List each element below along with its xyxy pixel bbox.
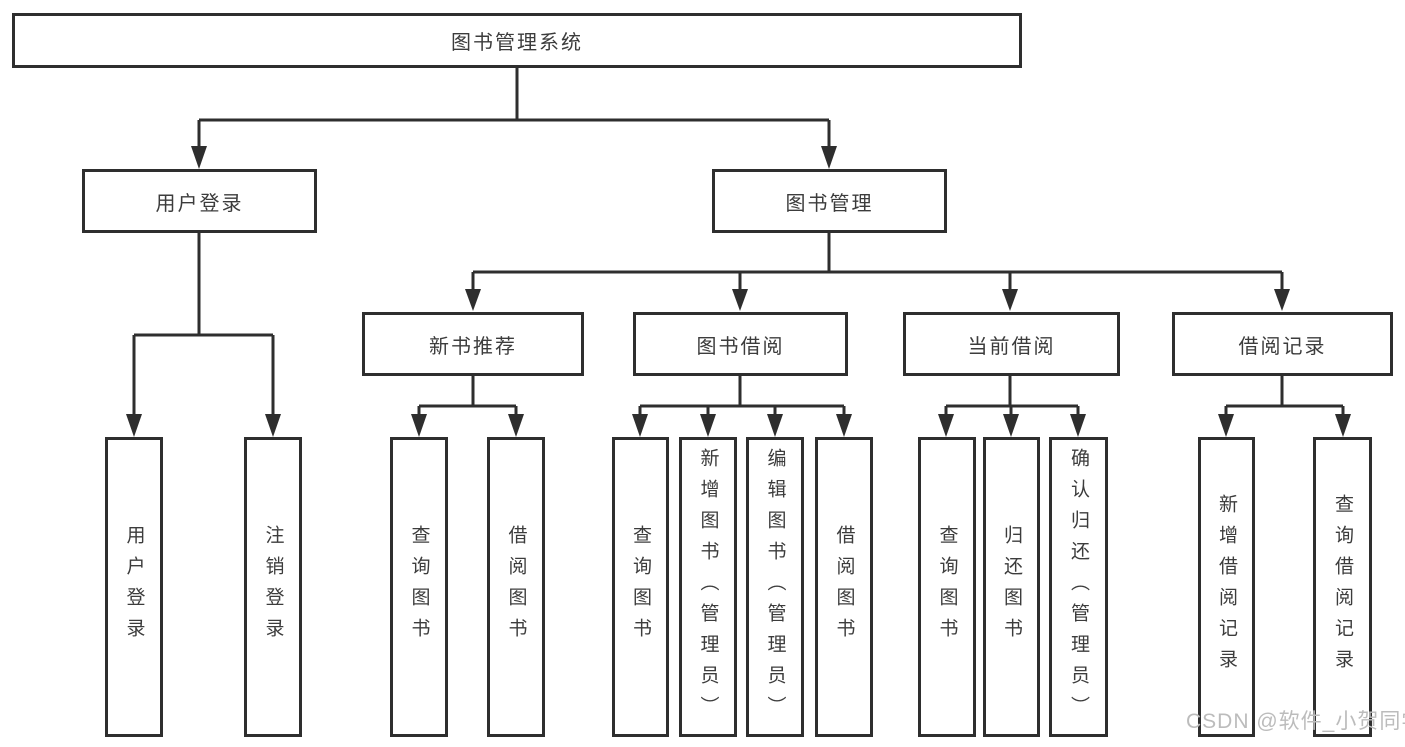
node-add-books-admin: 新增图书（管理员） (679, 437, 737, 737)
node-label: 查询图书 (630, 525, 651, 649)
node-label: 用户登录 (123, 525, 145, 649)
arrowhead (1218, 414, 1234, 437)
node-confirm-return-admin: 确认归还（管理员） (1049, 437, 1108, 737)
arrowhead (465, 289, 481, 311)
connector-root (197, 68, 831, 148)
node-label: 借阅图书 (833, 525, 855, 649)
connector-borrowing-records (1224, 376, 1345, 416)
node-label: 借阅记录 (1238, 335, 1327, 358)
node-label: 新增图书（管理员） (697, 447, 719, 727)
connector-book-borrowing (638, 376, 846, 416)
arrowhead (508, 414, 524, 437)
node-label: 新书推荐 (429, 335, 517, 358)
arrowhead (821, 146, 837, 169)
node-query-books-1: 查询图书 (390, 437, 448, 737)
node-logout-leaf: 注销登录 (244, 437, 302, 737)
node-label: 查询图书 (408, 525, 430, 649)
connector-book-management (471, 233, 1284, 291)
node-borrow-books-1: 借阅图书 (487, 437, 545, 737)
node-query-books-2: 查询图书 (612, 437, 669, 737)
node-borrowing-records: 借阅记录 (1172, 312, 1393, 376)
arrowhead (767, 414, 783, 437)
arrowhead (1335, 414, 1351, 437)
node-user-login: 用户登录 (82, 169, 317, 233)
arrowhead (938, 414, 954, 437)
node-label: 借阅图书 (505, 525, 527, 649)
arrowhead (1003, 414, 1019, 437)
watermark: CSDN @软件_小贺同学 (1186, 710, 1405, 733)
node-label: 确认归还（管理员） (1068, 447, 1089, 727)
node-label: 图书管理 (785, 192, 874, 215)
node-book-borrowing: 图书借阅 (633, 312, 848, 376)
node-new-book-recommend: 新书推荐 (362, 312, 584, 376)
node-label: 编辑图书（管理员） (764, 447, 786, 727)
connector-new-book-recommend (417, 376, 518, 416)
node-add-borrow-record: 新增借阅记录 (1198, 437, 1255, 737)
arrowhead (265, 414, 281, 437)
arrowhead (732, 289, 748, 311)
arrowhead (411, 414, 427, 437)
node-borrow-books-2: 借阅图书 (815, 437, 873, 737)
node-user-login-leaf: 用户登录 (105, 437, 163, 737)
node-label: 查询借阅记录 (1332, 494, 1353, 680)
node-current-borrowing: 当前借阅 (903, 312, 1120, 376)
node-label: 注销登录 (262, 525, 284, 649)
node-label: 归还图书 (1001, 525, 1022, 649)
arrowhead (1070, 414, 1086, 437)
connector-current-borrowing (944, 376, 1080, 416)
node-query-books-3: 查询图书 (918, 437, 976, 737)
arrowhead (700, 414, 716, 437)
node-edit-books-admin: 编辑图书（管理员） (746, 437, 804, 737)
arrowhead (126, 414, 142, 437)
node-library-system: 图书管理系统 (12, 13, 1022, 68)
node-label: 查询图书 (936, 525, 958, 649)
arrowhead (191, 146, 207, 169)
node-label: 图书管理系统 (451, 32, 583, 54)
arrowhead (836, 414, 852, 437)
arrowhead (1274, 289, 1290, 311)
arrowhead (1002, 289, 1018, 311)
node-label: 新增借阅记录 (1216, 494, 1237, 680)
connector-user-login (132, 233, 275, 416)
arrowhead (632, 414, 648, 437)
node-return-books: 归还图书 (983, 437, 1040, 737)
node-label: 图书借阅 (696, 335, 785, 358)
node-label: 用户登录 (155, 192, 244, 215)
node-label: 当前借阅 (967, 335, 1056, 358)
node-book-management: 图书管理 (712, 169, 947, 233)
node-query-borrow-record: 查询借阅记录 (1313, 437, 1372, 737)
